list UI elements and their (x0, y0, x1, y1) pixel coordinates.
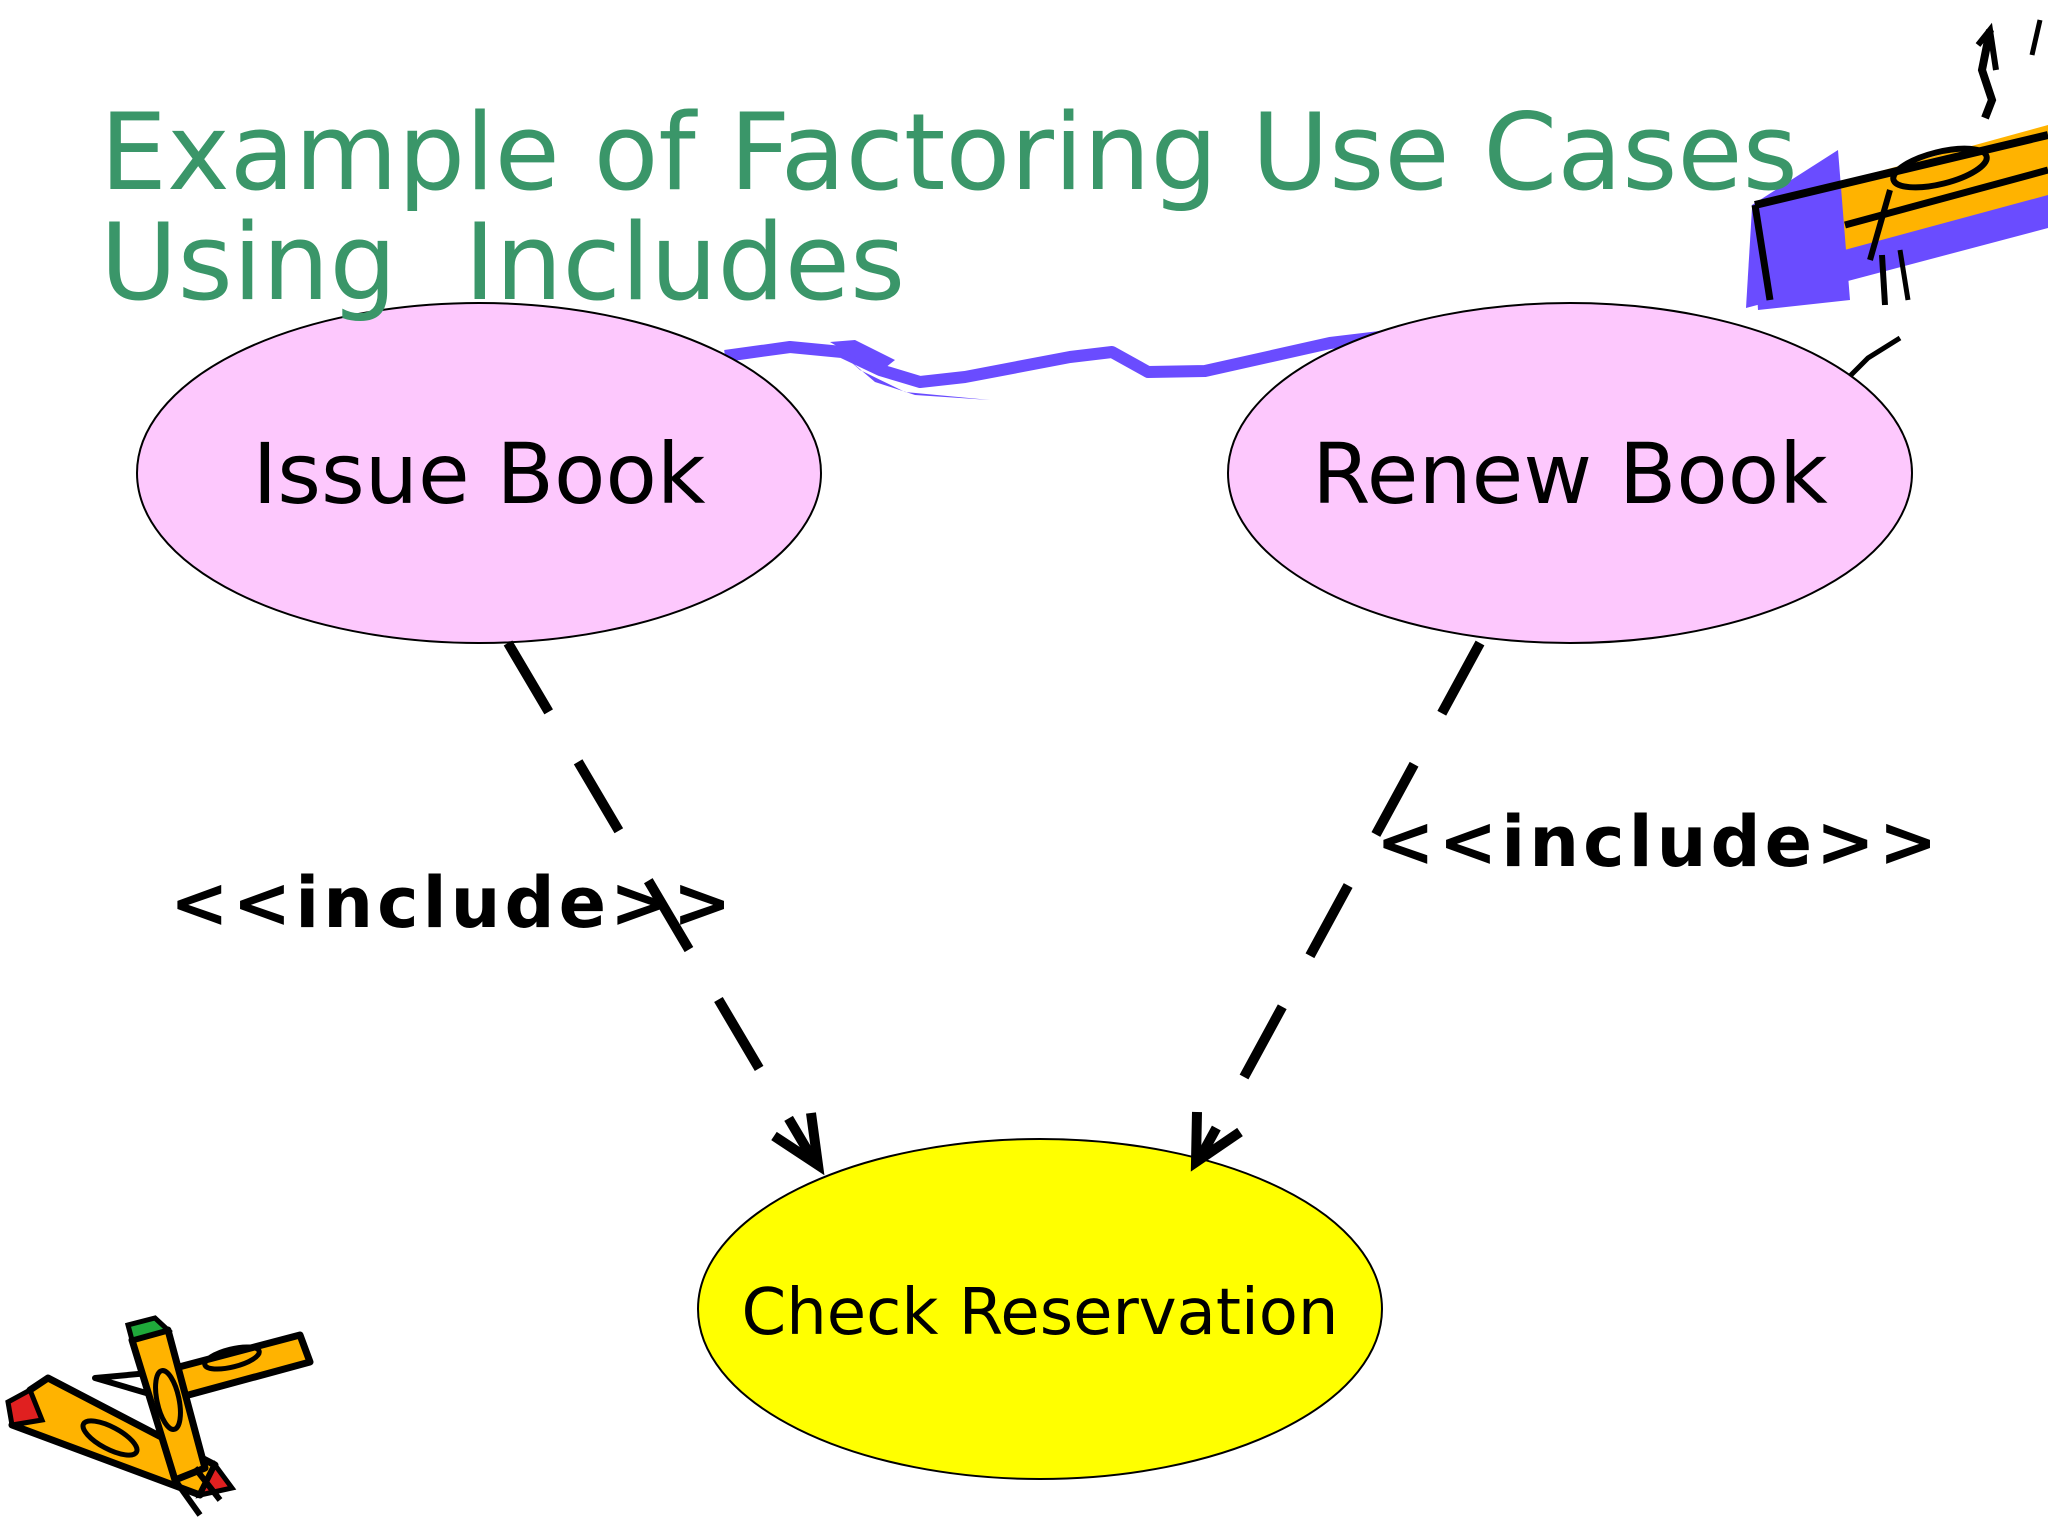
use-case-check-reservation: Check Reservation (697, 1138, 1383, 1480)
title-line-2: Using Includes (100, 201, 906, 324)
issue-book-label: Issue Book (253, 425, 706, 523)
check-reservation-label: Check Reservation (742, 1276, 1339, 1350)
title-line-1: Example of Factoring Use Cases (100, 91, 1798, 214)
use-case-issue-book: Issue Book (136, 302, 822, 644)
include-arrow-right (1190, 640, 1485, 1172)
renew-book-label: Renew Book (1312, 425, 1828, 523)
include-label-right: <<include>> (1376, 801, 1941, 883)
slide-title: Example of Factoring Use Cases Using Inc… (100, 98, 1800, 318)
use-case-renew-book: Renew Book (1227, 302, 1913, 644)
pencil-clipart-icon (724, 19, 2048, 400)
crossed-pencils-clipart-icon (5, 1315, 314, 1517)
include-label-left: <<include>> (170, 862, 735, 944)
include-arrow-left (503, 640, 825, 1176)
